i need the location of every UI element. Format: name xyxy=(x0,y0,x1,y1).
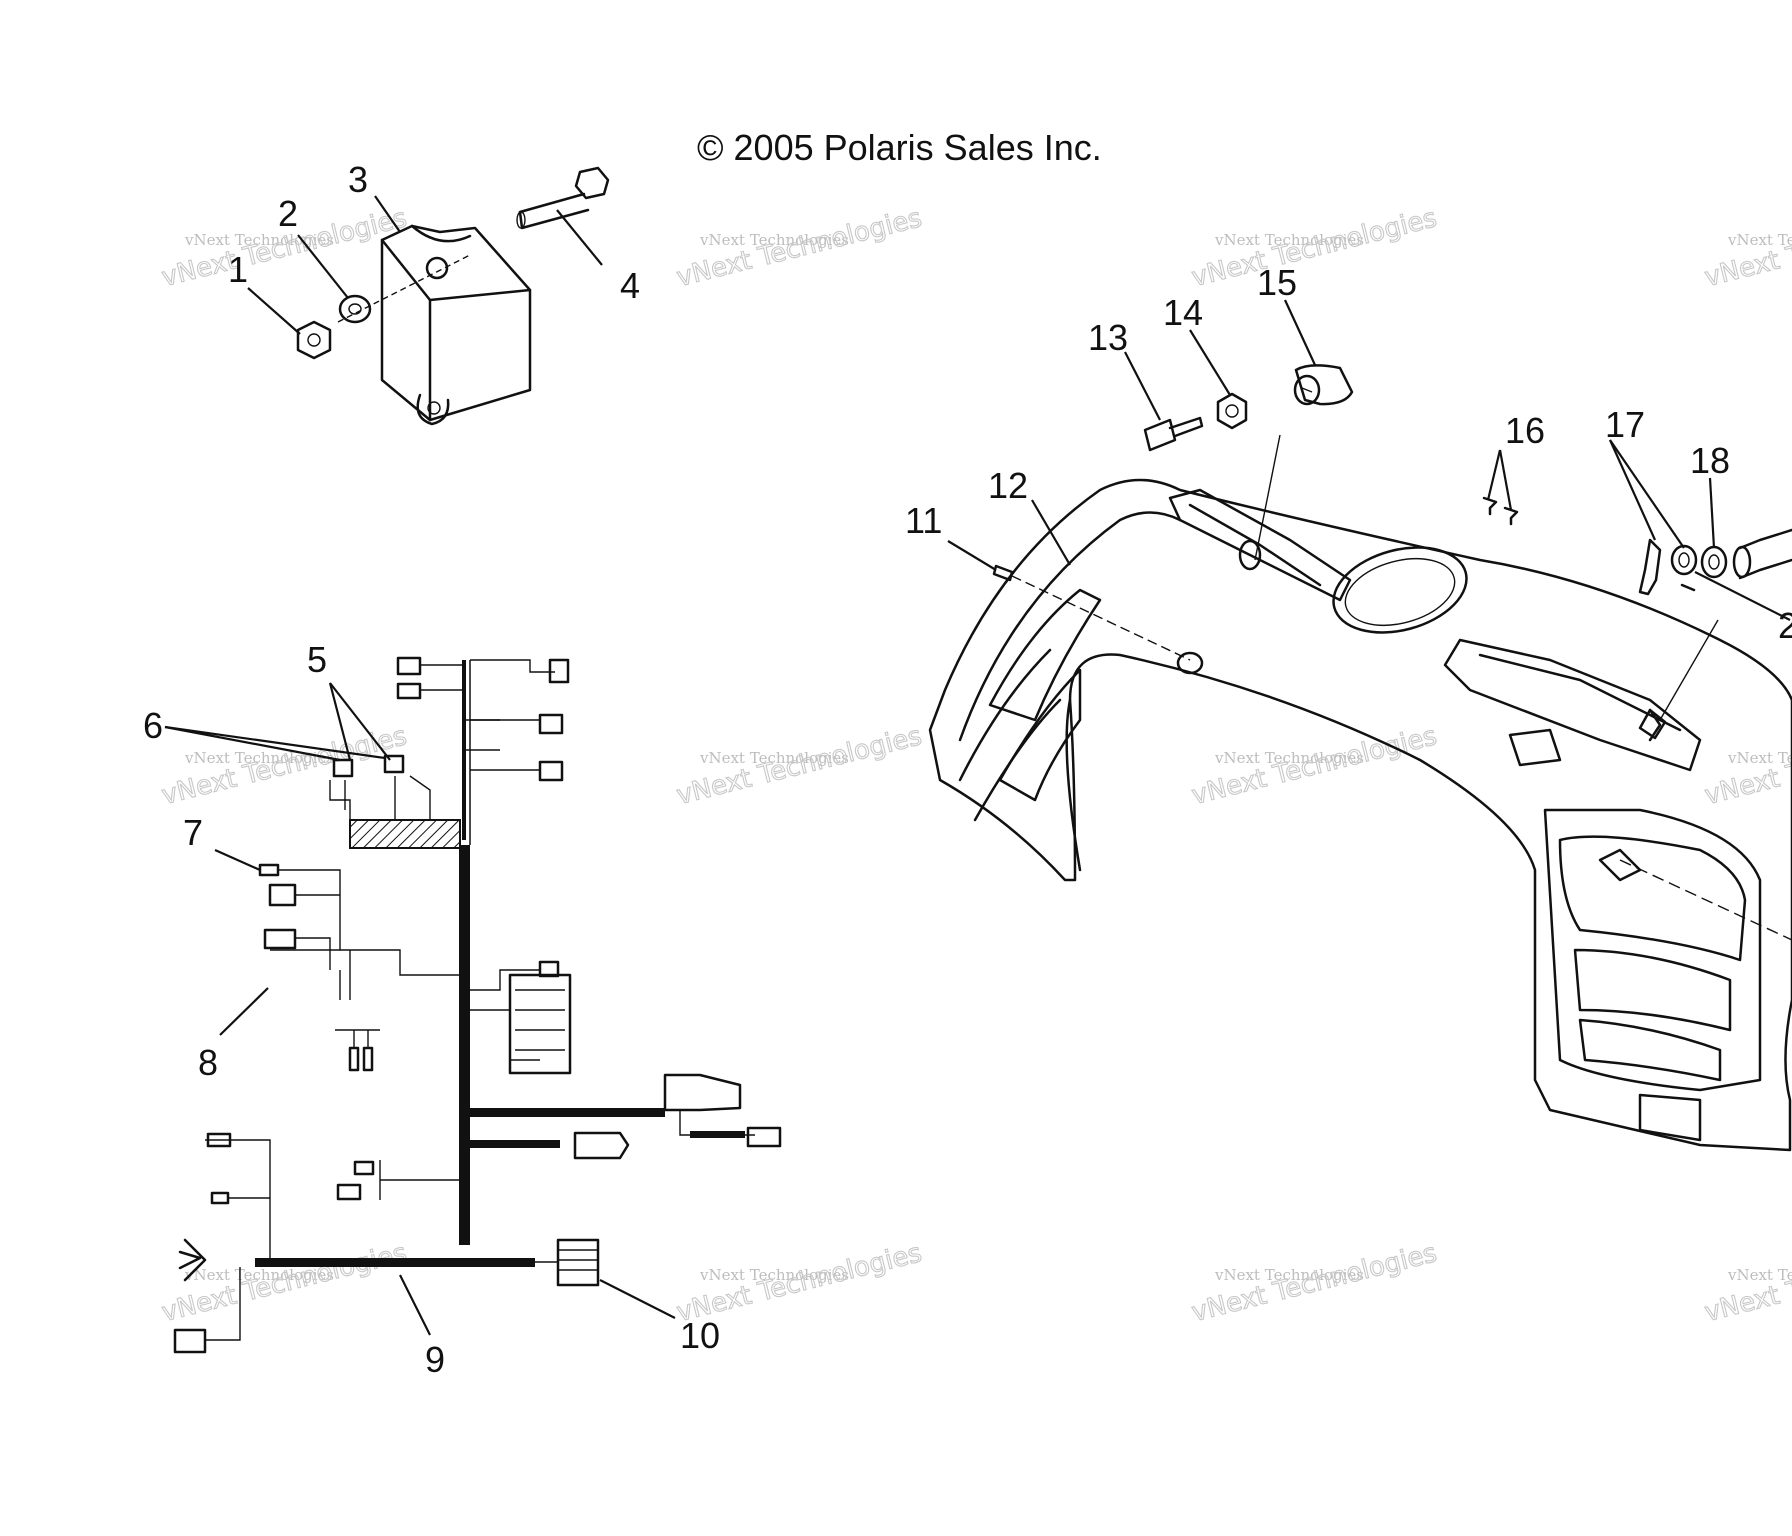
part-1-nut xyxy=(296,320,332,360)
part-9-wiring-harness xyxy=(173,656,782,1354)
copyright-text: © 2005 Polaris Sales Inc. xyxy=(697,127,1102,168)
svg-text:vNext Technologies: vNext Technologies xyxy=(1727,1266,1792,1284)
leader-lines xyxy=(164,195,1791,1336)
part-4-bolt xyxy=(516,166,610,230)
callout-14: 14 xyxy=(1163,292,1203,333)
svg-text:vNext Technologies: vNext Technologies xyxy=(1727,749,1792,767)
part-11-screw xyxy=(992,564,1191,661)
svg-text:vNext Technologies: vNext Technologies xyxy=(699,749,849,767)
part-15-ignition-switch xyxy=(1238,364,1354,571)
callout-11: 11 xyxy=(905,500,942,541)
svg-text:vNext Technologies: vNext Technologies xyxy=(1727,231,1792,249)
callout-3: 3 xyxy=(348,159,368,200)
watermark: vNext Technologies vNext Technologies xyxy=(1188,721,1440,812)
watermark: vNext Technologies vNext Technologies xyxy=(1701,1238,1792,1329)
callout-16: 16 xyxy=(1505,410,1545,451)
part-14-nut xyxy=(1216,392,1248,430)
part-12-hood-panel xyxy=(928,478,1792,1152)
callout-6: 6 xyxy=(143,705,163,746)
svg-text:vNext Technologies: vNext Technologies xyxy=(699,231,849,249)
callout-8: 8 xyxy=(198,1042,218,1083)
part-18-washer xyxy=(1700,528,1792,580)
watermark: vNext Technologies vNext Technologies xyxy=(673,721,925,812)
watermark: vNext Technologies vNext Technologies xyxy=(673,203,925,294)
callout-labels: 1 2 3 4 5 6 7 8 9 10 11 12 13 14 15 16 1… xyxy=(143,159,1792,1380)
watermark: vNext Technologies vNext Technologies xyxy=(1701,721,1792,812)
callout-9: 9 xyxy=(425,1339,445,1380)
watermark: vNext Technologies vNext Technologies xyxy=(1188,203,1440,294)
part-3-module xyxy=(380,224,532,426)
part-16-rivets xyxy=(1482,496,1519,526)
callout-1: 1 xyxy=(228,249,248,290)
callout-15: 15 xyxy=(1257,262,1297,303)
watermark: vNext Technologies vNext Technologies xyxy=(1701,203,1792,294)
svg-text:vNext Technologies: vNext Technologies xyxy=(1214,1266,1364,1284)
callout-2-right: 2 xyxy=(1778,605,1792,646)
callout-12: 12 xyxy=(988,465,1028,506)
watermark: vNext Technologies vNext Technologies xyxy=(158,721,410,812)
svg-text:vNext Technologies: vNext Technologies xyxy=(184,749,334,767)
svg-text:vNext Technologies: vNext Technologies xyxy=(699,1266,849,1284)
callout-13: 13 xyxy=(1088,317,1128,358)
callout-5: 5 xyxy=(307,639,327,680)
callout-7: 7 xyxy=(183,812,203,853)
watermark: vNext Technologies vNext Technologies xyxy=(1188,1238,1440,1329)
svg-text:vNext Technologies: vNext Technologies xyxy=(1214,231,1364,249)
callout-4: 4 xyxy=(620,265,640,306)
part-13-key xyxy=(1143,416,1204,452)
callout-17: 17 xyxy=(1605,404,1645,445)
svg-text:vNext Technologies: vNext Technologies xyxy=(184,231,334,249)
callout-2: 2 xyxy=(278,193,298,234)
svg-text:vNext Technologies: vNext Technologies xyxy=(1214,749,1364,767)
callout-10: 10 xyxy=(680,1315,720,1356)
svg-text:vNext Technologies: vNext Technologies xyxy=(184,1266,334,1284)
part-17-lever xyxy=(1638,538,1719,740)
part-2-washer xyxy=(338,294,372,324)
callout-18: 18 xyxy=(1690,440,1730,481)
